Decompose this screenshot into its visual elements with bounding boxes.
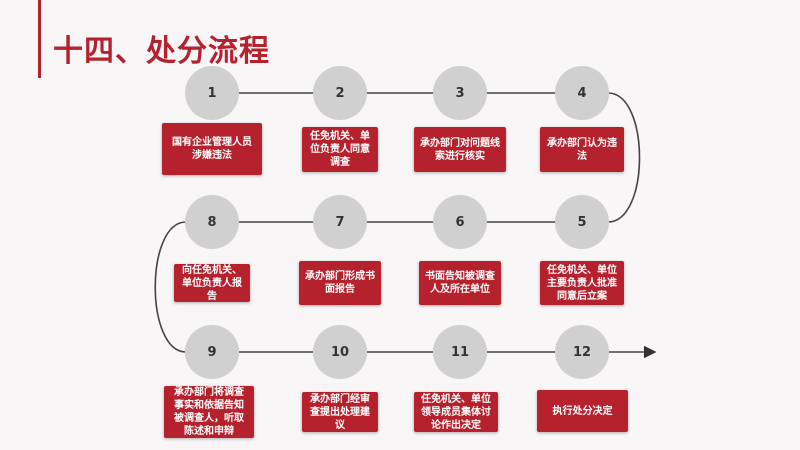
step-number-circle: 4 [555,66,609,120]
step-box: 任免机关、单位主要负责人批准同意后立案 [540,261,624,305]
step-number-circle: 6 [433,195,487,249]
step-box: 任免机关、单位负责人同意调查 [302,127,378,172]
step-box: 任免机关、单位领导成员集体讨论作出决定 [414,392,498,432]
step-number-circle: 2 [313,66,367,120]
step-number-circle: 8 [185,195,239,249]
title-accent-bar [38,0,41,78]
step-number-circle: 12 [555,325,609,379]
page-title: 十四、处分流程 [53,34,270,69]
step-box: 承办部门认为违法 [540,127,624,172]
step-box: 承办部门形成书面报告 [299,261,381,305]
step-box: 承办部门对问题线索进行核实 [414,127,506,172]
step-number-circle: 9 [185,325,239,379]
step-number-circle: 10 [313,325,367,379]
step-box: 国有企业管理人员涉嫌违法 [162,123,262,175]
step-box: 向任免机关、单位负责人报告 [174,264,250,302]
step-box: 执行处分决定 [537,390,628,432]
step-number-circle: 11 [433,325,487,379]
step-box: 书面告知被调查人及所在单位 [419,261,501,305]
step-box: 承办部门经审查提出处理建议 [302,392,378,432]
step-number-circle: 3 [433,66,487,120]
step-box: 承办部门将调查事实和依据告知被调查人，听取陈述和申辩 [164,386,254,438]
step-number-circle: 5 [555,195,609,249]
step-number-circle: 7 [313,195,367,249]
step-number-circle: 1 [185,66,239,120]
